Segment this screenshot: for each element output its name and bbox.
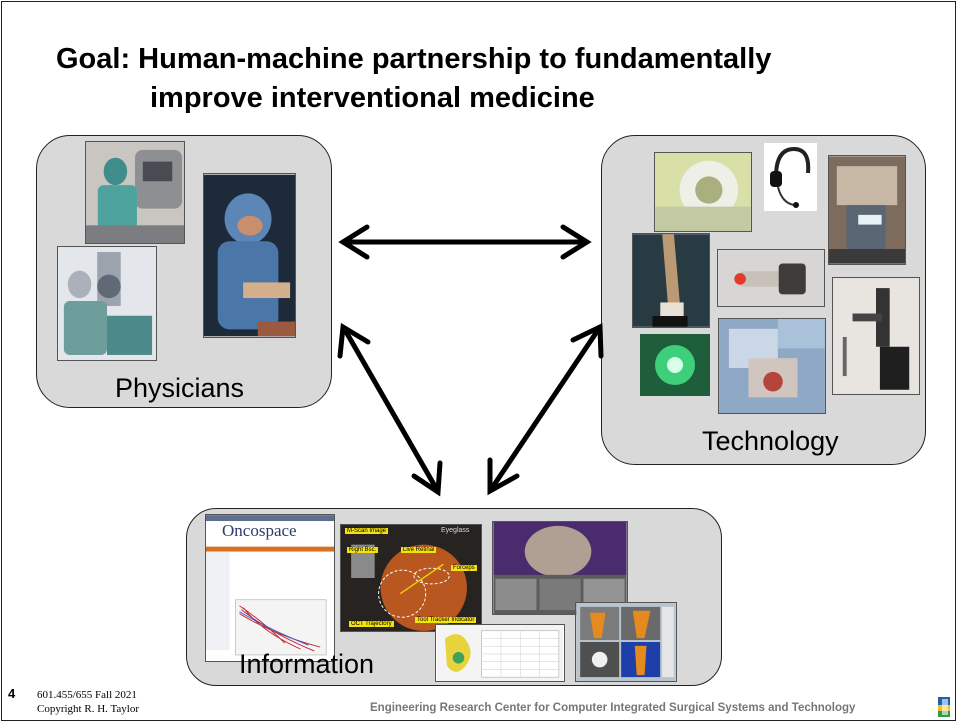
surgical-field-photo <box>718 318 826 414</box>
retina-title: Eyeglass <box>441 527 470 534</box>
callout-forceps: Forceps <box>451 565 477 571</box>
robot-arm-photo <box>832 277 920 395</box>
technology-node: Technology <box>601 135 926 465</box>
oncospace-title: Oncospace <box>222 521 297 540</box>
arrowhead-right <box>560 224 592 260</box>
arrowhead-info-down-2 <box>487 457 520 496</box>
robot-or-photo <box>828 155 906 265</box>
information-node: Oncospace Eyeglass M-Scan Image Right Bs… <box>186 508 722 686</box>
erc-footer: Engineering Research Center for Computer… <box>370 702 856 714</box>
copyright: Copyright R. H. Taylor <box>37 703 139 715</box>
callout-right-bsc: Right Bsc. <box>347 547 379 553</box>
course-info: 601.455/655 Fall 2021 Copyright R. H. Ta… <box>37 688 139 716</box>
course-name: 601.455/655 Fall 2021 <box>37 689 137 701</box>
arrowhead-info-down <box>411 460 443 497</box>
instrument-photo <box>632 233 710 328</box>
slide-number: 4 <box>8 686 16 701</box>
arrowhead-phys-up <box>337 322 371 359</box>
arrowhead-tech-up <box>570 323 604 359</box>
surgeon-console-photo <box>85 141 185 244</box>
anatomy-table-screenshot <box>435 624 565 682</box>
oncospace-screenshot: Oncospace <box>205 514 335 662</box>
callout-oct-trajectory: OCT Trajectory <box>349 621 394 627</box>
eye-surgery-photo <box>57 246 157 361</box>
arrow-technology-information <box>489 327 601 491</box>
callout-m-scan: M-Scan Image <box>345 528 389 534</box>
endoscopy-screenshot <box>492 521 628 615</box>
information-label: Information <box>239 649 375 679</box>
title-line-2: improve interventional medicine <box>150 82 595 114</box>
headset-photo <box>764 143 817 211</box>
surgeon-gown-photo <box>203 173 296 338</box>
physicians-label: Physicians <box>115 373 245 403</box>
slide-title: Goal: Human-machine partnership to funda… <box>56 40 936 118</box>
technology-label: Technology <box>702 426 839 456</box>
fluorescence-photo <box>640 334 710 396</box>
ct-planning-screenshot <box>575 602 677 682</box>
retina-oct-screenshot: Eyeglass M-Scan Image Right Bsc. Live Re… <box>340 524 482 632</box>
callout-tool-tracker: Tool Tracker Indicator <box>415 617 477 623</box>
title-line-1: Goal: Human-machine partnership to funda… <box>56 43 772 75</box>
cisst-logo-icon <box>938 697 950 717</box>
arrow-physicians-information <box>342 327 439 491</box>
physicians-node: Physicians <box>36 135 332 408</box>
arrowhead-left <box>338 224 370 260</box>
ct-scanner-photo <box>654 152 752 232</box>
laser-probe-photo <box>717 249 825 307</box>
callout-live-retinal: Live Retinal <box>401 547 437 553</box>
